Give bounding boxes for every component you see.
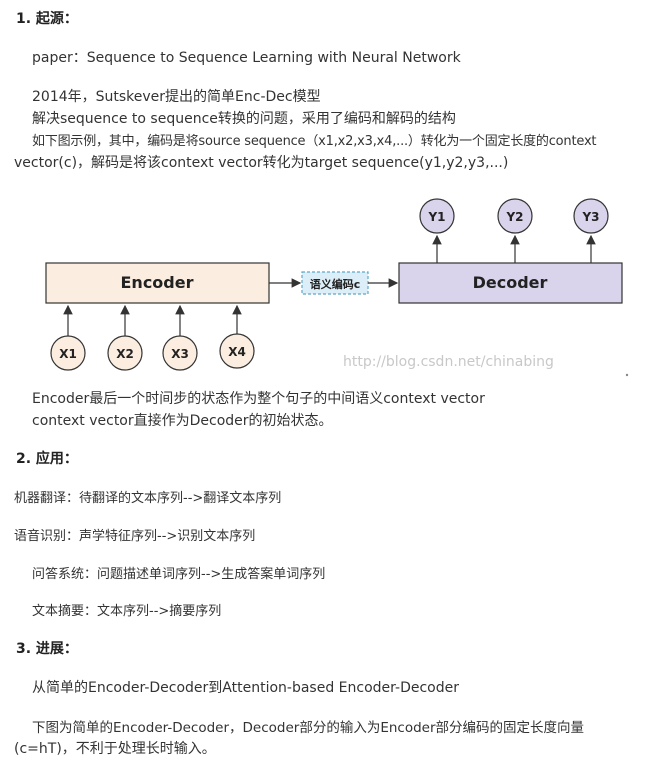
input-node-x4: X4: [219, 304, 255, 369]
section-3-heading: 3. 进展：: [16, 641, 78, 657]
paragraph-line: 下图为简单的Encoder-Decoder，Decoder部分的输入为Encod…: [32, 720, 585, 736]
encoder-box: [45, 262, 270, 304]
paragraph-line: (c=hT)，不利于处理长时输入。: [14, 741, 216, 757]
paper-title: paper：Sequence to Sequence Learning with…: [32, 50, 461, 66]
section-1-heading: 1. 起源：: [16, 11, 78, 27]
input-label: X3: [171, 347, 189, 361]
paragraph-line: 2014年，Sutskever提出的简单Enc-Dec模型: [32, 89, 321, 105]
paragraph-line: 如下图示例，其中，编码是将source sequence（x1,x2,x3,x4…: [32, 134, 597, 149]
list-item: 语音识别：声学特征序列-->识别文本序列: [14, 529, 256, 544]
list-item: 问答系统：问题描述单词序列-->生成答案单词序列: [32, 567, 326, 582]
input-label: X1: [59, 347, 77, 361]
input-label: X2: [116, 347, 134, 361]
encoder-decoder-diagram: Encoder 语义编码c Decoder X1 X2 X3 X4 Y1 Y2: [45, 198, 629, 377]
paragraph-line: context vector直接作为Decoder的初始状态。: [32, 413, 333, 429]
encoder-label: Encoder: [121, 273, 194, 292]
output-node-y1: Y1: [419, 198, 455, 263]
input-node-x3: X3: [162, 304, 198, 371]
paragraph-line: 从简单的Encoder-Decoder到Attention-based Enco…: [32, 680, 459, 696]
paragraph-line: Encoder最后一个时间步的状态作为整个句子的中间语义context vect…: [32, 391, 485, 407]
output-label: Y1: [427, 210, 445, 224]
input-label: X4: [228, 345, 246, 359]
input-node-x2: X2: [107, 304, 143, 371]
section-2-heading: 2. 应用：: [16, 451, 78, 467]
output-node-y2: Y2: [497, 198, 533, 263]
paragraph-line: 解决sequence to sequence转换的问题，采用了编码和解码的结构: [32, 111, 456, 127]
output-label: Y2: [505, 210, 523, 224]
paragraph-line: vector(c)，解码是将该context vector转化为target s…: [14, 155, 509, 171]
input-node-x1: X1: [50, 304, 86, 371]
context-label: 语义编码c: [310, 277, 361, 291]
list-item: 文本摘要：文本序列-->摘要序列: [32, 604, 222, 619]
dot: [625, 373, 629, 377]
output-node-y3: Y3: [573, 198, 609, 263]
list-item: 机器翻译：待翻译的文本序列-->翻译文本序列: [14, 491, 282, 506]
output-label: Y3: [581, 210, 599, 224]
decoder-label: Decoder: [473, 273, 548, 292]
decoder-box: [398, 262, 623, 304]
watermark: http://blog.csdn.net/chinabing: [343, 354, 554, 370]
